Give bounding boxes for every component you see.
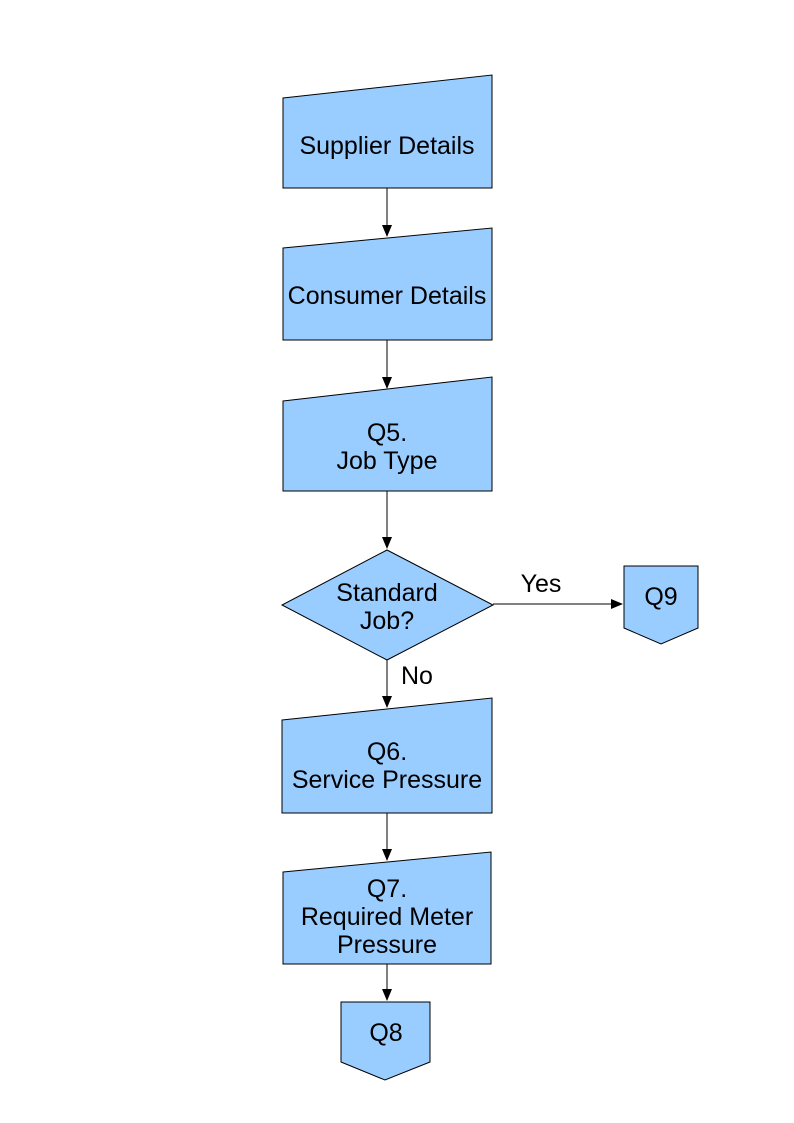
- node-q7-required-meter-pressure: [282, 851, 492, 965]
- node-supplier-details: [282, 74, 493, 189]
- node-q5-label-line2: Job Type: [336, 447, 437, 475]
- node-q6-label-line1: Q6.: [367, 738, 407, 766]
- edge-label-yes: Yes: [521, 570, 562, 598]
- node-q8-offpage-connector: [340, 1001, 431, 1081]
- node-decision-standard-job: [280, 549, 495, 661]
- node-q6-label-line2: Service Pressure: [292, 766, 482, 794]
- node-q7-label-line2: Required Meter: [301, 903, 473, 931]
- node-decision-label-line1: Standard: [336, 579, 437, 607]
- node-q9-label: Q9: [644, 583, 677, 611]
- node-q9-offpage-connector: [623, 565, 699, 645]
- node-consumer-details-label: Consumer Details: [288, 282, 487, 310]
- node-supplier-details-label: Supplier Details: [299, 132, 474, 160]
- node-q8-label: Q8: [369, 1019, 402, 1047]
- node-q6-service-pressure: [281, 697, 493, 814]
- node-decision-label-line2: Job?: [360, 607, 414, 635]
- node-q5-label-line1: Q5.: [367, 419, 407, 447]
- node-q7-label-line3: Pressure: [337, 931, 437, 959]
- edge-label-no: No: [401, 662, 433, 690]
- node-q5-job-type: [282, 376, 493, 492]
- node-q7-label-line1: Q7.: [367, 875, 407, 903]
- node-consumer-details: [282, 227, 493, 341]
